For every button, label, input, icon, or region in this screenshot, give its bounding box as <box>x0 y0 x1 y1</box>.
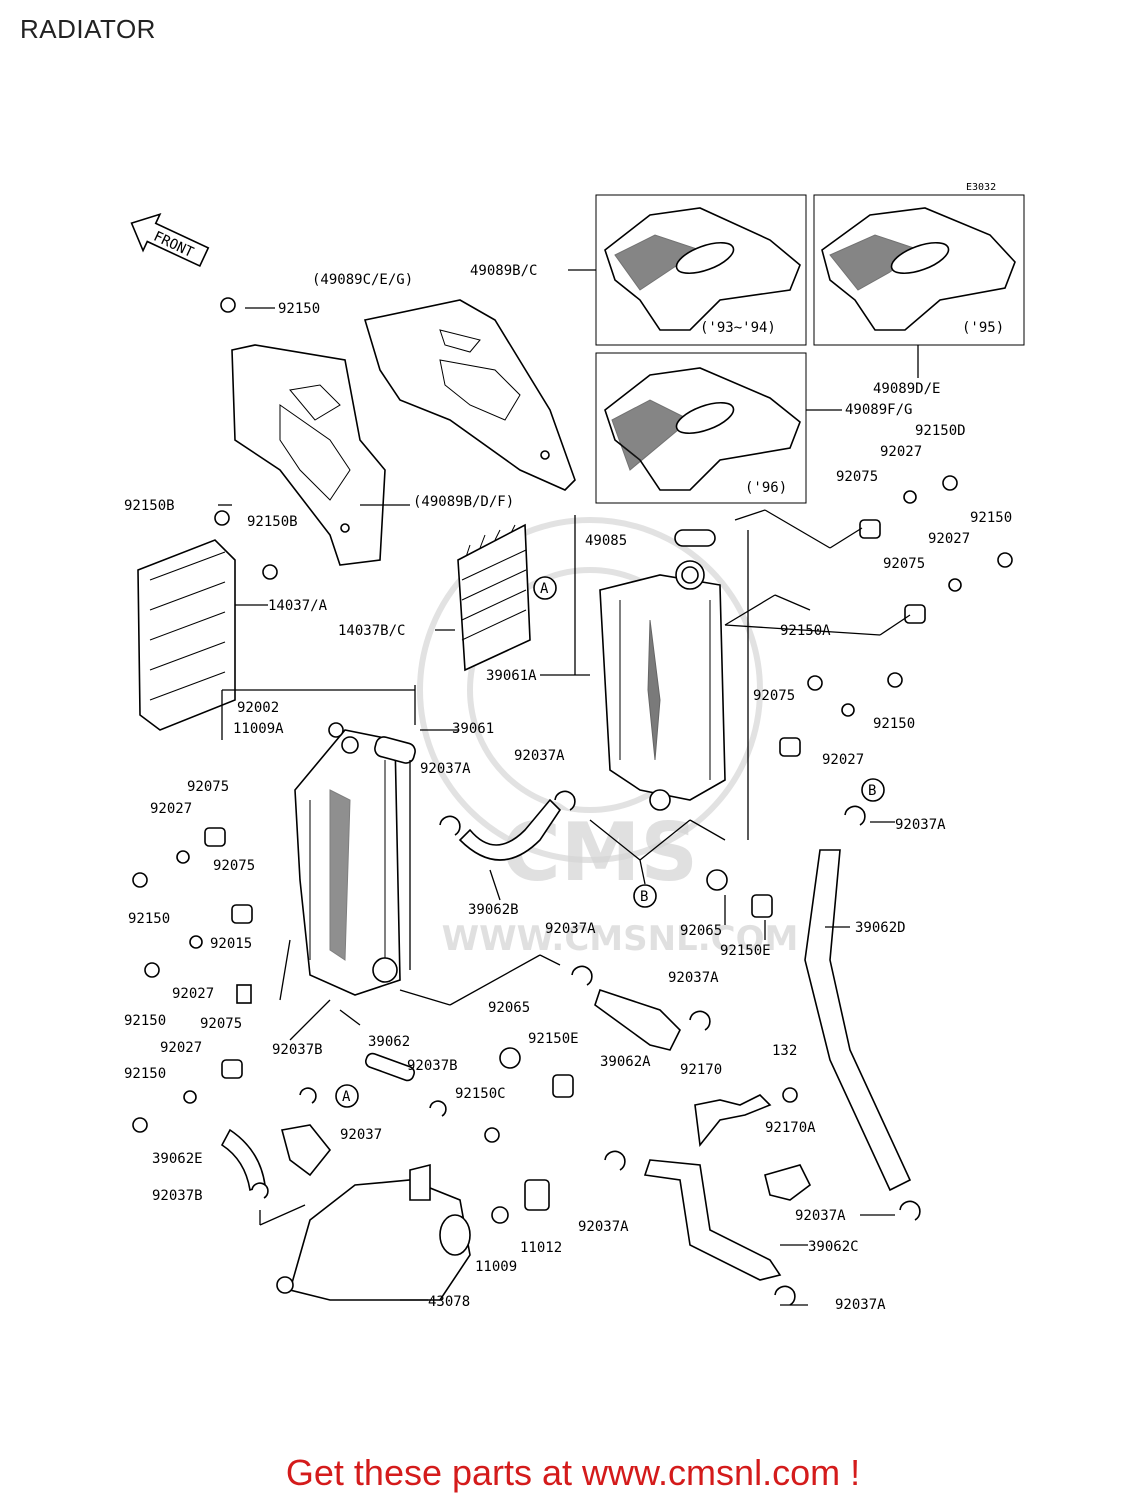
fasteners <box>132 297 1013 1306</box>
callout-b-1: B <box>633 884 657 908</box>
part-label: 92075 <box>753 688 795 704</box>
svg-text:B: B <box>868 783 876 799</box>
part-label: 39062C <box>808 1239 859 1255</box>
part-label: 92037B <box>407 1058 458 1074</box>
part-label: 92150 <box>124 1013 166 1029</box>
svg-text:B: B <box>640 889 648 905</box>
part-label: 14037/A <box>268 598 328 614</box>
part-label: 92027 <box>822 752 864 768</box>
part-label: 92037A <box>578 1219 629 1235</box>
part-label: 92037A <box>668 970 719 986</box>
part-label: 92150E <box>528 1031 579 1047</box>
part-label: 11009A <box>233 721 284 737</box>
footer-promo-link[interactable]: Get these parts at www.cmsnl.com ! <box>285 1452 861 1493</box>
part-label: 39061A <box>486 668 537 684</box>
part-label: 39062 <box>368 1034 410 1050</box>
callout-a-1: A <box>533 576 557 600</box>
part-label: 92150 <box>128 911 170 927</box>
part-label: 39062D <box>855 920 906 936</box>
part-label: 92037A <box>514 748 565 764</box>
part-label: 132 <box>772 1043 797 1059</box>
part-label: 92150A <box>780 623 831 639</box>
radiator-left <box>294 729 416 996</box>
front-arrow-icon: FRONT <box>130 212 210 268</box>
part-label: 49089B/C <box>470 263 537 279</box>
part-label: 11009 <box>475 1259 517 1275</box>
watermark-text: WWW.CMSNL.COM <box>442 919 799 959</box>
radiator-exploded-diagram: CMS WWW.CMSNL.COM FRONT E3032 ('93~'94) … <box>124 182 1025 1313</box>
part-label: 49085 <box>585 533 627 549</box>
part-label: 92015 <box>210 936 252 952</box>
part-label: 92037A <box>835 1297 886 1313</box>
part-label: 39062B <box>468 902 519 918</box>
svg-text:A: A <box>540 581 549 597</box>
part-label: 92065 <box>488 1000 530 1016</box>
radiator-shroud-left <box>231 344 386 566</box>
leader-lines <box>218 269 919 1306</box>
part-labels: (49089C/E/G) 49089B/C 92150 92150B 92150… <box>124 263 1012 1313</box>
part-label: 14037B/C <box>338 623 405 639</box>
part-label: 92002 <box>237 700 279 716</box>
part-label: 49089F/G <box>845 402 912 418</box>
part-label: 92075 <box>187 779 229 795</box>
radiator-guard-right <box>457 523 531 672</box>
callout-a-2: A <box>335 1084 359 1108</box>
part-label: 92150B <box>124 498 175 514</box>
hoses <box>220 798 912 1281</box>
part-label: 39062A <box>600 1054 651 1070</box>
watermark: CMS WWW.CMSNL.COM <box>417 517 799 959</box>
part-label: 92037A <box>795 1208 846 1224</box>
part-label: 92037A <box>895 817 946 833</box>
part-label: 43078 <box>428 1294 470 1310</box>
decal-inset-93-94: ('93~'94) <box>595 194 807 346</box>
decal-inset-95: ('95) <box>813 194 1025 346</box>
decal-inset-96: ('96) <box>595 352 807 504</box>
diagram-code: E3032 <box>966 182 996 193</box>
part-label: 39061 <box>452 721 494 737</box>
part-label: 92075 <box>200 1016 242 1032</box>
part-label: 92037A <box>420 761 471 777</box>
part-label: 92037 <box>340 1127 382 1143</box>
part-label: 39062E <box>152 1151 203 1167</box>
part-label: 92027 <box>160 1040 202 1056</box>
callout-b-2: B <box>861 778 885 802</box>
part-label: 92037B <box>152 1188 203 1204</box>
part-label: 92075 <box>836 469 878 485</box>
part-label: 92150 <box>970 510 1012 526</box>
part-label: 92065 <box>680 923 722 939</box>
part-label: 92150 <box>124 1066 166 1082</box>
part-label: 92170 <box>680 1062 722 1078</box>
radiator-guard-left <box>137 539 236 731</box>
part-label: 11012 <box>520 1240 562 1256</box>
year-label-95: ('95) <box>962 320 1004 336</box>
part-label: 92075 <box>213 858 255 874</box>
part-label: 92027 <box>880 444 922 460</box>
part-label: (49089B/D/F) <box>413 494 514 510</box>
part-label: 92150 <box>278 301 320 317</box>
part-label: 92150B <box>247 514 298 530</box>
svg-text:A: A <box>342 1089 351 1105</box>
reservoir-tank <box>276 1163 471 1301</box>
part-label: 92150D <box>915 423 966 439</box>
page-title: RADIATOR <box>20 14 156 44</box>
part-label: 92170A <box>765 1120 816 1136</box>
part-label: 92150 <box>873 716 915 732</box>
radiator-right <box>599 560 726 811</box>
radiator-shroud-right <box>363 299 576 491</box>
year-label-93-94: ('93~'94) <box>700 320 776 336</box>
svg-text:CMS: CMS <box>502 806 698 899</box>
part-label: 92027 <box>172 986 214 1002</box>
part-label: 92037B <box>272 1042 323 1058</box>
part-label: 92027 <box>928 531 970 547</box>
part-label: (49089C/E/G) <box>312 272 413 288</box>
part-label: 92150C <box>455 1086 506 1102</box>
year-label-96: ('96) <box>745 480 787 496</box>
part-label: 92075 <box>883 556 925 572</box>
part-label: 49089D/E <box>873 381 940 397</box>
part-label: 92027 <box>150 801 192 817</box>
part-label: 92150E <box>720 943 771 959</box>
part-label: 92037A <box>545 921 596 937</box>
